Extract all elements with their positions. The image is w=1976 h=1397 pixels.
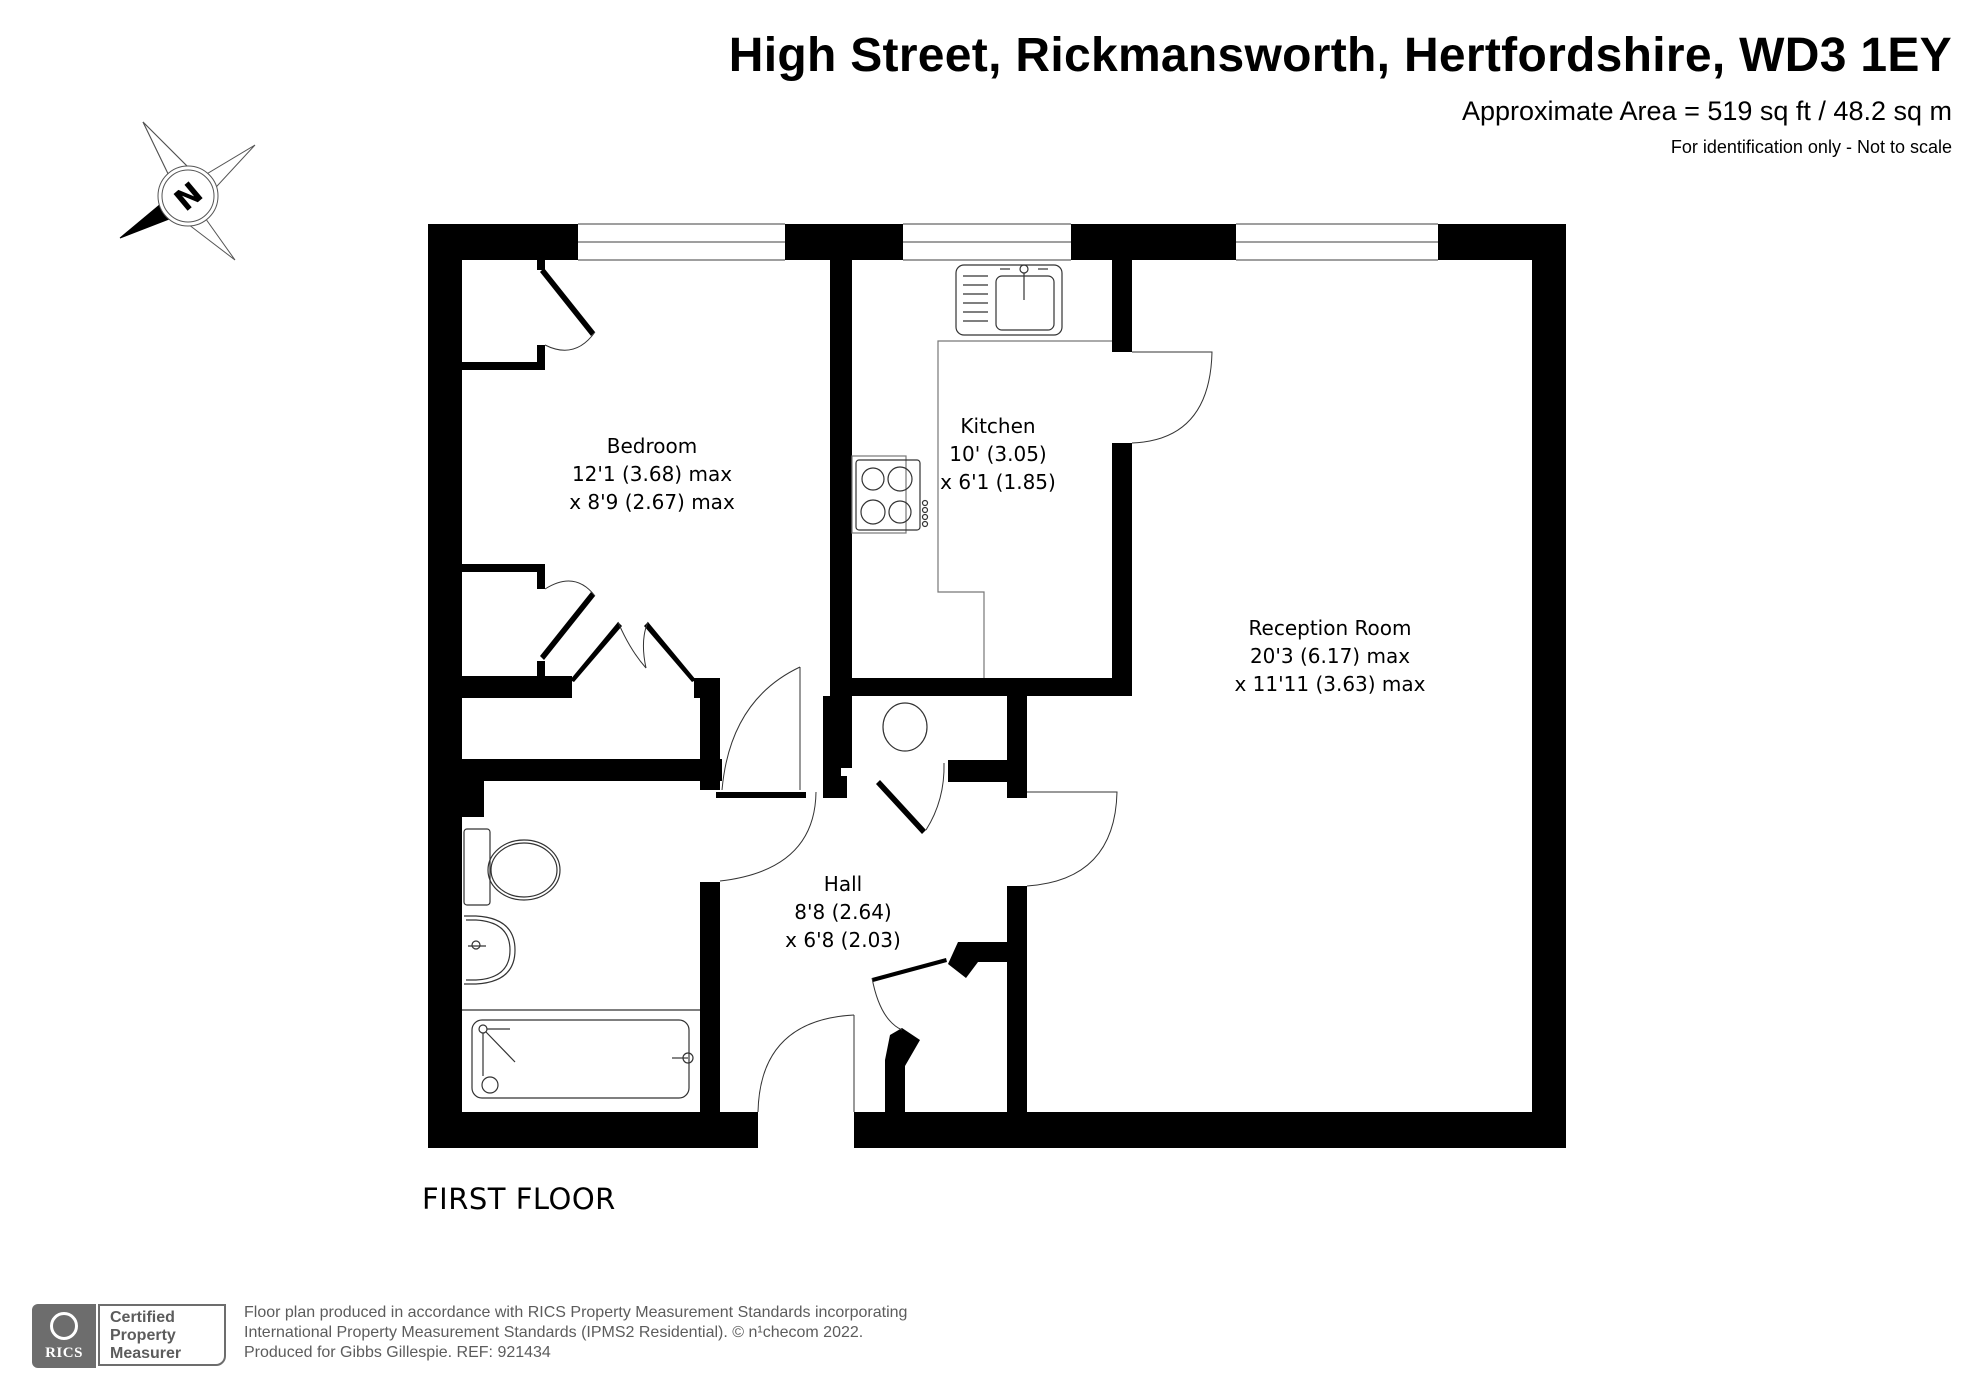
room-name: Hall [823, 872, 863, 896]
footer-line-1: Floor plan produced in accordance with R… [244, 1304, 908, 1321]
wall-top-3 [1071, 224, 1236, 260]
room-dimension-2: x 6'8 (2.03) [785, 928, 901, 952]
room-dimension-1: 8'8 (2.64) [794, 900, 892, 924]
approximate-area: Approximate Area = 519 sq ft / 48.2 sq m [1461, 96, 1952, 126]
wall-right [1532, 224, 1566, 1148]
scale-disclaimer: For identification only - Not to scale [1670, 137, 1952, 157]
cylinder-icon [882, 702, 928, 752]
rics-cert-text: Certified Property Measurer [98, 1304, 226, 1366]
room-name: Reception Room [1248, 616, 1412, 640]
badge-line-1: Certified [110, 1309, 175, 1326]
room-dimension-2: x 11'11 (3.63) max [1234, 672, 1426, 696]
wall-top-2 [785, 224, 903, 260]
basin-icon [464, 915, 516, 985]
room-label-hall: Hall 8'8 (2.64) x 6'8 (2.03) [785, 870, 901, 954]
kitchen-sink-icon [955, 264, 1063, 336]
room-name: Bedroom [606, 434, 698, 458]
room-name: Kitchen [960, 414, 1036, 438]
room-dimension-2: x 8'9 (2.67) max [569, 490, 735, 514]
room-label-kitchen: Kitchen 10' (3.05) x 6'1 (1.85) [940, 412, 1056, 496]
rics-lion-icon [50, 1312, 78, 1340]
room-label-reception-room: Reception Room 20'3 (6.17) max x 11'11 (… [1234, 614, 1425, 698]
floor-level-label: FIRST FLOOR [422, 1182, 616, 1216]
rics-certified-badge: RICS Certified Property Measurer [32, 1304, 228, 1368]
wall-left [428, 224, 462, 1148]
bath-icon [462, 1009, 700, 1099]
wall-bottom-right [854, 1112, 1566, 1148]
rics-logo-text: RICS [45, 1345, 83, 1361]
room-dimension-1: 10' (3.05) [949, 442, 1047, 466]
badge-line-2: Property [110, 1327, 176, 1344]
toilet-icon [463, 828, 561, 906]
footer-statement: Floor plan produced in accordance with R… [244, 1303, 907, 1363]
wall-bottom-left [428, 1112, 758, 1148]
badge-line-3: Measurer [110, 1345, 182, 1362]
footer-line-2: International Property Measurement Stand… [244, 1324, 864, 1341]
rics-logo: RICS [32, 1304, 96, 1368]
footer-line-3: Produced for Gibbs Gillespie. REF: 92143… [244, 1344, 551, 1361]
property-address-title: High Street, Rickmansworth, Hertfordshir… [728, 29, 1952, 82]
room-dimension-2: x 6'1 (1.85) [940, 470, 1056, 494]
room-dimension-1: 20'3 (6.17) max [1249, 644, 1411, 668]
hob-icon [855, 459, 929, 531]
compass-rose-icon: N [119, 121, 256, 261]
room-label-bedroom: Bedroom 12'1 (3.68) max x 8'9 (2.67) max [569, 432, 735, 516]
room-dimension-1: 12'1 (3.68) max [571, 462, 733, 486]
